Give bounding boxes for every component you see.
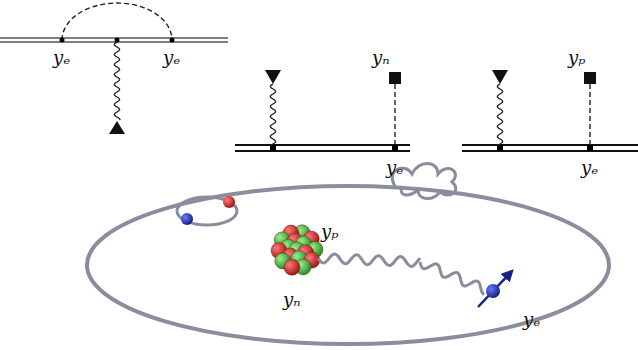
proton-exchange-diagram bbox=[462, 70, 638, 151]
coupling-label: yₑ bbox=[163, 49, 180, 67]
coupling-label: yₑ bbox=[386, 159, 403, 177]
wavy-line bbox=[420, 262, 484, 295]
coupling-label: yₚ bbox=[568, 49, 585, 67]
coupling-label: yₑ bbox=[523, 311, 540, 329]
coupling-label: yₙ bbox=[372, 49, 389, 67]
coupling-label: yₙ bbox=[283, 291, 300, 309]
self-energy-diagram bbox=[0, 3, 228, 134]
nucleus bbox=[271, 225, 323, 276]
wavy-line bbox=[114, 42, 120, 120]
wavy-line bbox=[318, 254, 420, 266]
nucleon bbox=[284, 259, 300, 275]
neutron-exchange-diagram bbox=[235, 70, 410, 151]
photon-lines bbox=[114, 42, 502, 295]
wavy-line bbox=[497, 84, 503, 146]
coupling-label: yₚ bbox=[321, 223, 338, 241]
wavy-line bbox=[270, 84, 276, 146]
coupling-label: yₑ bbox=[53, 49, 70, 67]
atom-illustration bbox=[87, 42, 609, 344]
coupling-label: yₑ bbox=[581, 159, 598, 177]
